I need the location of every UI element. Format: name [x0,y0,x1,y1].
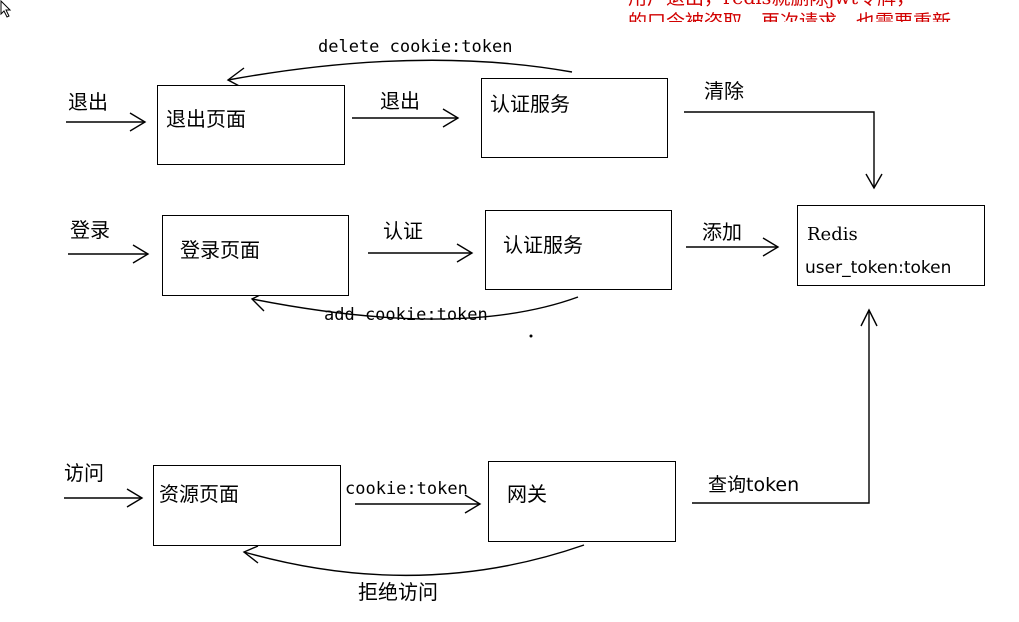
login-entry-arrow [68,244,150,264]
query-token-arrow [692,308,878,504]
deny-access-arrow [242,544,585,577]
add-label: 添加 [702,220,742,244]
note-text: 用户退出，redis就删除jwt令牌， 的口令被盗取，再次请求，也需要重新 [628,0,1019,22]
gateway-label: 网关 [507,482,547,506]
resource-page-box: 资源页面 [153,465,341,546]
cookie-token-arrow [355,494,482,514]
login-page-label: 登录页面 [180,238,260,262]
authenticate-arrow [368,243,474,263]
auth-service-mid-box: 认证服务 [485,210,672,290]
logout-to-auth-label: 退出 [380,89,420,113]
auth-service-top-label: 认证服务 [490,92,570,116]
delete-cookie-label: delete cookie:token [318,37,513,57]
add-cookie-label: add cookie:token [324,305,488,325]
add-arrow [686,237,780,257]
query-token-label: 查询token [708,474,800,496]
visit-entry-label: 访问 [64,461,104,485]
clear-label: 清除 [704,79,744,103]
auth-service-top-box: 认证服务 [481,78,668,158]
note-line-2: 的口令被盗取，再次请求，也需要重新 [628,11,952,22]
logout-to-auth-arrow [352,108,460,128]
login-entry-label: 登录 [70,218,110,242]
clear-arrow [684,111,883,190]
note-line-1: 用户退出，redis就删除jwt令牌， [628,0,1019,10]
deny-access-label: 拒绝访问 [358,580,438,604]
logout-page-box: 退出页面 [157,85,345,165]
mouse-cursor-icon [0,0,12,18]
logout-entry-label: 退出 [68,90,108,114]
redis-box: Redis user_token:token [797,205,985,286]
visit-entry-arrow [64,488,144,508]
login-page-box: 登录页面 [162,215,349,296]
redis-title: Redis [807,224,858,245]
cookie-token-label: cookie:token [345,479,468,499]
logout-page-label: 退出页面 [166,107,246,131]
resource-page-label: 资源页面 [159,482,239,506]
authenticate-label: 认证 [383,219,423,243]
redis-key: user_token:token [805,258,952,278]
gateway-box: 网关 [488,461,676,542]
auth-service-mid-label: 认证服务 [503,233,583,257]
logout-entry-arrow [66,112,147,132]
